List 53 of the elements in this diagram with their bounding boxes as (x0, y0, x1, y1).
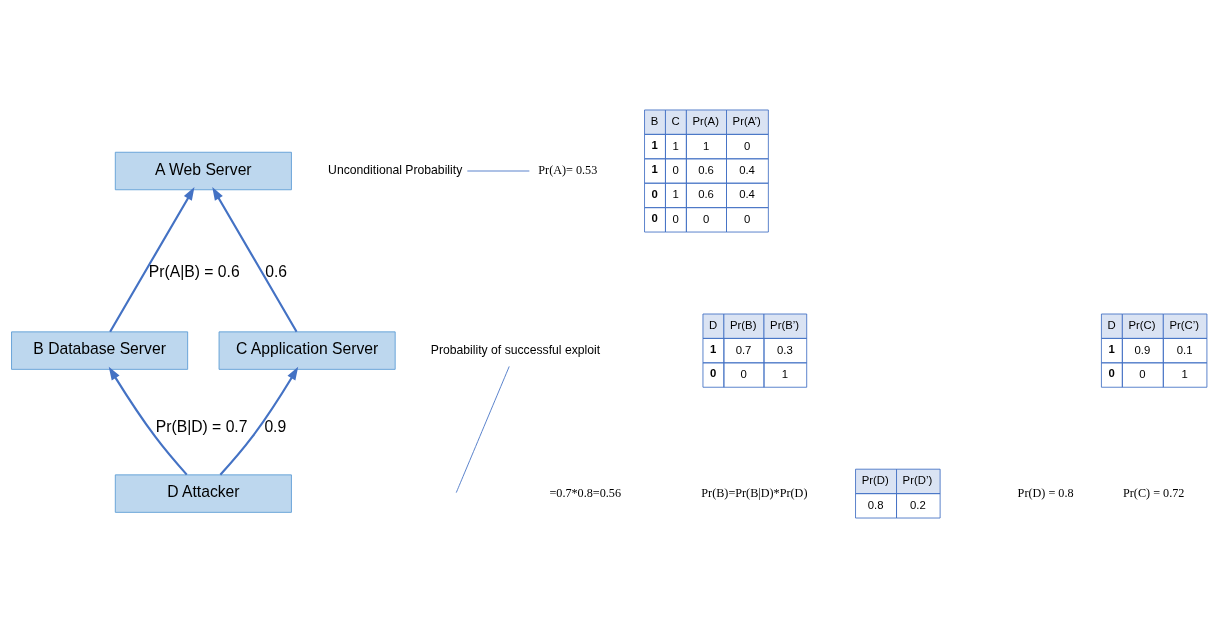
label: 0.4 (739, 163, 755, 176)
label: =0.7*0.8=0.56 (549, 485, 622, 500)
label: 0.8 (867, 498, 884, 511)
label: 0 (743, 212, 751, 225)
label: Pr(A) (692, 115, 719, 128)
label: Pr(C) = 0.72 (1123, 485, 1185, 500)
label: Pr(C’) (1169, 319, 1199, 332)
label: Pr(B’) (770, 319, 800, 332)
label: 0 (1108, 367, 1115, 380)
node-text: Pr(A)= 0.53 (538, 163, 598, 178)
label: D (709, 319, 718, 332)
label: Pr(D’) (902, 474, 933, 487)
label: 1 (651, 163, 658, 176)
label: 1 (1108, 342, 1115, 355)
label: 0.1 (1176, 343, 1193, 356)
label: 0.6 (698, 188, 714, 201)
node-text: Probability of successful exploit (430, 342, 601, 357)
label: 0.2 (910, 498, 926, 511)
label: 0 (1139, 368, 1146, 380)
label: 1 (781, 368, 789, 380)
node-text: Unconditional Probability (328, 163, 463, 178)
label: C (671, 115, 680, 128)
label: 0 (709, 367, 717, 380)
label: Pr(D) (861, 474, 889, 487)
label: 0.4 (739, 188, 755, 201)
label: 0 (672, 163, 679, 176)
label: 0.9 (1134, 343, 1151, 356)
label: Pr(C) (1128, 319, 1156, 332)
label: 0 (651, 187, 658, 200)
edge-label: Pr(A|B) = 0.6 (148, 262, 240, 280)
edge-label: 0.6 (265, 262, 288, 280)
label: 1 (651, 138, 658, 151)
label: Pr(A’) (732, 115, 761, 128)
label: Pr(B)=Pr(B|D)*Pr(D) (701, 485, 808, 500)
label: D (1107, 319, 1116, 332)
label: 0 (672, 212, 679, 225)
label: 1 (672, 139, 679, 152)
label: 0 (702, 212, 710, 225)
label: 0.6 (698, 163, 714, 176)
label: 1 (672, 188, 679, 201)
label: 0.3 (777, 343, 793, 356)
label: 0 (651, 211, 658, 224)
label: 0 (743, 139, 751, 152)
label: 0.7 (735, 343, 752, 356)
label: Pr(D) = 0.8 (1017, 485, 1074, 500)
label: B (650, 115, 659, 128)
edge-label: Pr(B|D) = 0.7 (155, 418, 248, 436)
label: 1 (1181, 368, 1188, 380)
label: 1 (702, 139, 710, 152)
label: 0 (740, 368, 747, 380)
label: 1 (709, 342, 717, 355)
edge-label: 0.9 (264, 418, 287, 436)
label: Pr(B) (729, 319, 757, 332)
